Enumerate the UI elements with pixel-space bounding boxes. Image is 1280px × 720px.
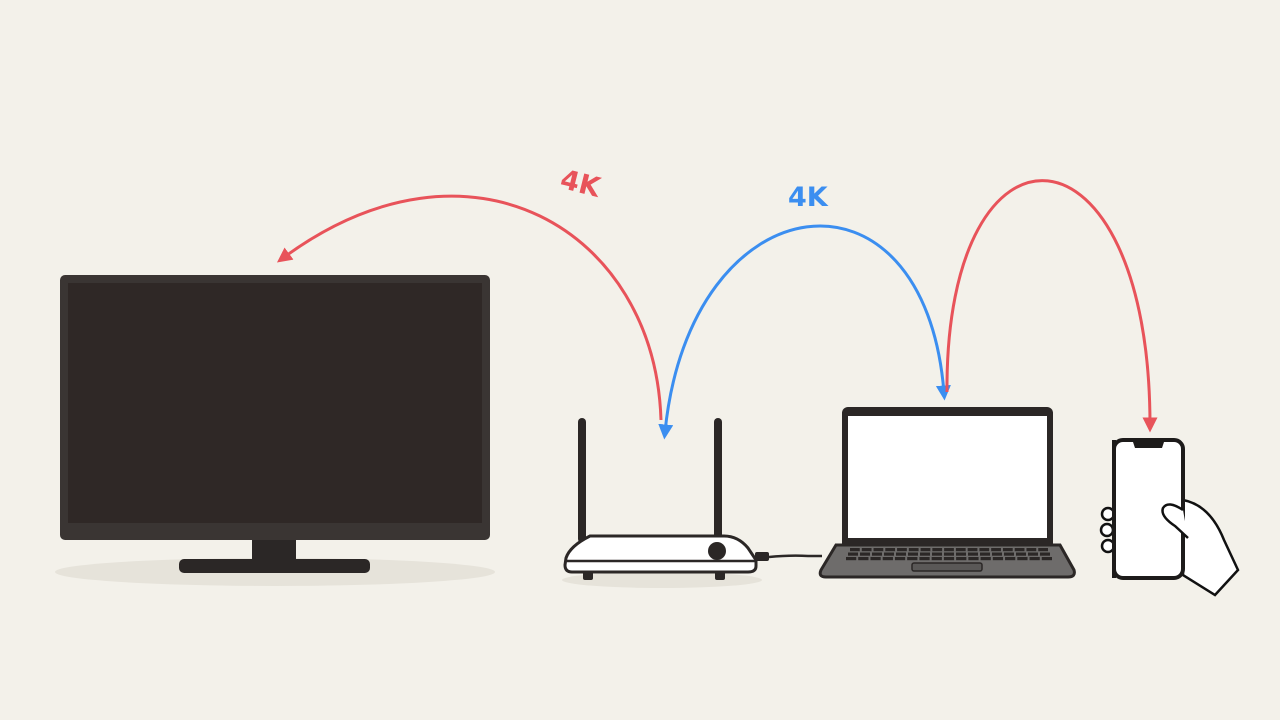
- key: [920, 548, 931, 552]
- key: [858, 557, 869, 561]
- laptop-screen: [848, 416, 1047, 538]
- arrow-router-laptop: [658, 224, 951, 440]
- key: [1029, 557, 1040, 561]
- key: [1014, 548, 1025, 552]
- key: [894, 557, 906, 561]
- key: [1016, 552, 1026, 556]
- key: [1002, 548, 1013, 552]
- key: [979, 548, 990, 552]
- key: [919, 557, 930, 561]
- thumb: [1161, 503, 1189, 539]
- router-button: [708, 542, 726, 560]
- key: [943, 557, 955, 561]
- key: [991, 548, 1001, 552]
- trackpad: [911, 562, 983, 572]
- key: [980, 557, 991, 561]
- key: [873, 548, 884, 552]
- key: [1017, 557, 1028, 561]
- key: [848, 552, 858, 556]
- key: [908, 552, 918, 556]
- phone-notch: [1133, 442, 1164, 448]
- key: [980, 552, 990, 556]
- key: [992, 552, 1002, 556]
- tv-screen: [68, 283, 482, 523]
- key: [882, 557, 893, 561]
- key: [968, 557, 979, 561]
- key: [992, 557, 1004, 561]
- key: [955, 548, 966, 552]
- smartphone: [1099, 438, 1240, 597]
- key: [870, 557, 881, 561]
- key: [897, 548, 907, 552]
- key: [1028, 552, 1038, 556]
- key: [956, 557, 967, 561]
- keyboard: [846, 548, 1052, 561]
- label-4k-blue: 4K: [788, 182, 829, 213]
- key: [884, 552, 894, 556]
- key: [944, 552, 954, 556]
- key: [861, 548, 872, 552]
- key: [968, 552, 978, 556]
- key: [1004, 552, 1014, 556]
- arrow-router-to-tv: [276, 194, 663, 421]
- key: [846, 557, 857, 561]
- key: [1038, 548, 1048, 552]
- label-4k-red: 4K: [557, 164, 604, 204]
- key: [932, 548, 943, 552]
- key: [967, 548, 978, 552]
- key: [1041, 557, 1052, 561]
- key: [907, 557, 918, 561]
- antenna-right: [714, 418, 722, 543]
- router: [562, 418, 822, 588]
- arrow-laptop-to-phone: [945, 179, 1158, 433]
- key: [885, 548, 896, 552]
- key: [860, 552, 870, 556]
- key: [931, 557, 942, 561]
- key: [872, 552, 882, 556]
- key: [932, 552, 942, 556]
- cable: [768, 554, 822, 559]
- key: [920, 552, 930, 556]
- key: [1040, 552, 1050, 556]
- key: [1005, 557, 1016, 561]
- tv: [55, 275, 495, 586]
- hand: [1181, 498, 1240, 597]
- laptop: [818, 407, 1076, 579]
- key: [1026, 548, 1037, 552]
- key: [896, 552, 906, 556]
- key: [944, 548, 954, 552]
- antenna-left: [578, 418, 586, 543]
- key: [908, 548, 919, 552]
- key: [956, 552, 966, 556]
- key: [850, 548, 860, 552]
